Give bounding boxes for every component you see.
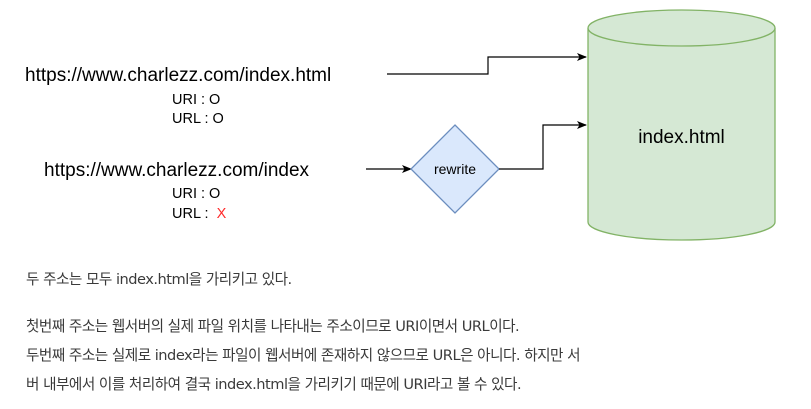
explanation-line-2: 두번째 주소는 실제로 index라는 파일이 웹서버에 존재하지 않으므로 U… [26,347,581,364]
url-2-uri-status: URI : O [172,186,220,202]
url-1-uri-status: URI : O [172,92,220,108]
explanation-line-3: 버 내부에서 이를 처리하여 결국 index.html을 가리키기 때문에 U… [26,376,522,393]
rewrite-diamond [410,124,500,214]
cylinder-body [587,28,776,241]
summary-paragraph: 두 주소는 모두 index.html을 가리키고 있다. [26,271,292,288]
explanation-line-1: 첫번째 주소는 웹서버의 실제 파일 위치를 나타내는 주소이므로 URI이면서… [26,318,520,335]
url-1-url-status: URL : O [172,111,224,127]
database-label: index.html [638,127,725,148]
database-cylinder: index.html [587,9,776,241]
rewrite-label: rewrite [434,161,476,177]
rewrite-node: rewrite [410,124,500,214]
rewrite-arrow [499,121,587,170]
cylinder-top [587,9,776,47]
url-2-text: https://www.charlezz.com/index [44,160,310,181]
url-2-url-x-mark: X [217,206,227,222]
url-1-arrow [387,53,587,75]
url-2-url-status: URL : X [172,206,227,222]
url-1-text: https://www.charlezz.com/index.html [25,65,331,86]
url-2-url-prefix: URL : [172,206,213,222]
url-diagram: index.html https://www.charlezz.com/inde… [25,9,776,241]
